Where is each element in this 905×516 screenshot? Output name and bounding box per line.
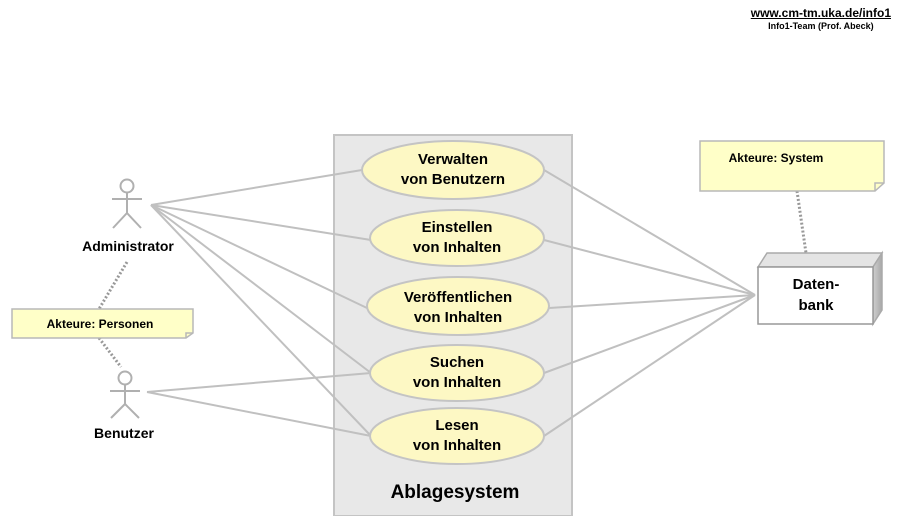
note-system: Akteure: System (699, 140, 885, 192)
assoc-suchen-db (543, 294, 756, 374)
assoc-veroeffentlichen-db (548, 294, 756, 309)
use-case-verwalten[interactable]: Verwalten von Benutzern (361, 140, 545, 200)
use-case-label: Suchen (430, 354, 484, 371)
connector-note-benutzer (97, 337, 123, 368)
stick-figure-icon (110, 370, 140, 419)
assoc-admin-einstellen (150, 204, 372, 241)
header: www.cm-tm.uka.de/info1 Info1-Team (Prof.… (751, 6, 891, 31)
use-case-label: Veröffentlichen (404, 289, 512, 306)
assoc-admin-suchen (150, 204, 372, 374)
use-case-label: von Inhalten (414, 309, 502, 326)
note-personen-text: Akteure: Personen (47, 317, 154, 331)
team-label: Info1-Team (Prof. Abeck) (768, 21, 874, 31)
assoc-admin-verwalten (150, 169, 363, 206)
assoc-admin-lesen (150, 204, 372, 437)
assoc-verwalten-db (543, 169, 756, 296)
use-case-label: von Inhalten (413, 239, 501, 256)
course-url-link[interactable]: www.cm-tm.uka.de/info1 (750, 6, 891, 20)
note-system-text: Akteure: System (729, 151, 824, 165)
actor-label-administrator: Administrator (82, 238, 174, 254)
use-case-label: von Benutzern (401, 171, 505, 188)
assoc-lesen-db (543, 294, 756, 437)
use-case-veroeffentlichen[interactable]: Veröffentlichen von Inhalten (366, 276, 550, 336)
use-case-suchen[interactable]: Suchen von Inhalten (369, 344, 545, 402)
datenbank-label: Daten- (793, 276, 840, 293)
node-datenbank[interactable]: Daten- bank (756, 250, 884, 327)
use-case-label: von Inhalten (413, 437, 501, 454)
use-case-label: von Inhalten (413, 374, 501, 391)
datenbank-label: bank (798, 297, 834, 314)
note-connectors (97, 190, 808, 368)
assoc-einstellen-db (543, 239, 756, 296)
system-name: Ablagesystem (391, 482, 520, 503)
assoc-benutzer-suchen (146, 372, 372, 393)
actor-administrator[interactable]: Administrator (82, 178, 174, 255)
connector-admin-note (97, 261, 129, 310)
use-case-lesen[interactable]: Lesen von Inhalten (369, 407, 545, 465)
assoc-benutzer-lesen (146, 391, 372, 437)
actor-benutzer[interactable]: Benutzer (94, 370, 154, 442)
actor-label-benutzer: Benutzer (94, 425, 154, 441)
use-case-einstellen[interactable]: Einstellen von Inhalten (369, 209, 545, 267)
stick-figure-icon (112, 178, 142, 229)
note-personen: Akteure: Personen (11, 308, 194, 339)
use-case-label: Lesen (435, 417, 478, 434)
use-case-label: Verwalten (418, 151, 488, 168)
association-lines (146, 169, 756, 437)
assoc-admin-veroeffentlichen (150, 204, 368, 309)
connector-system-note-db (795, 190, 808, 254)
use-case-label: Einstellen (422, 219, 493, 236)
